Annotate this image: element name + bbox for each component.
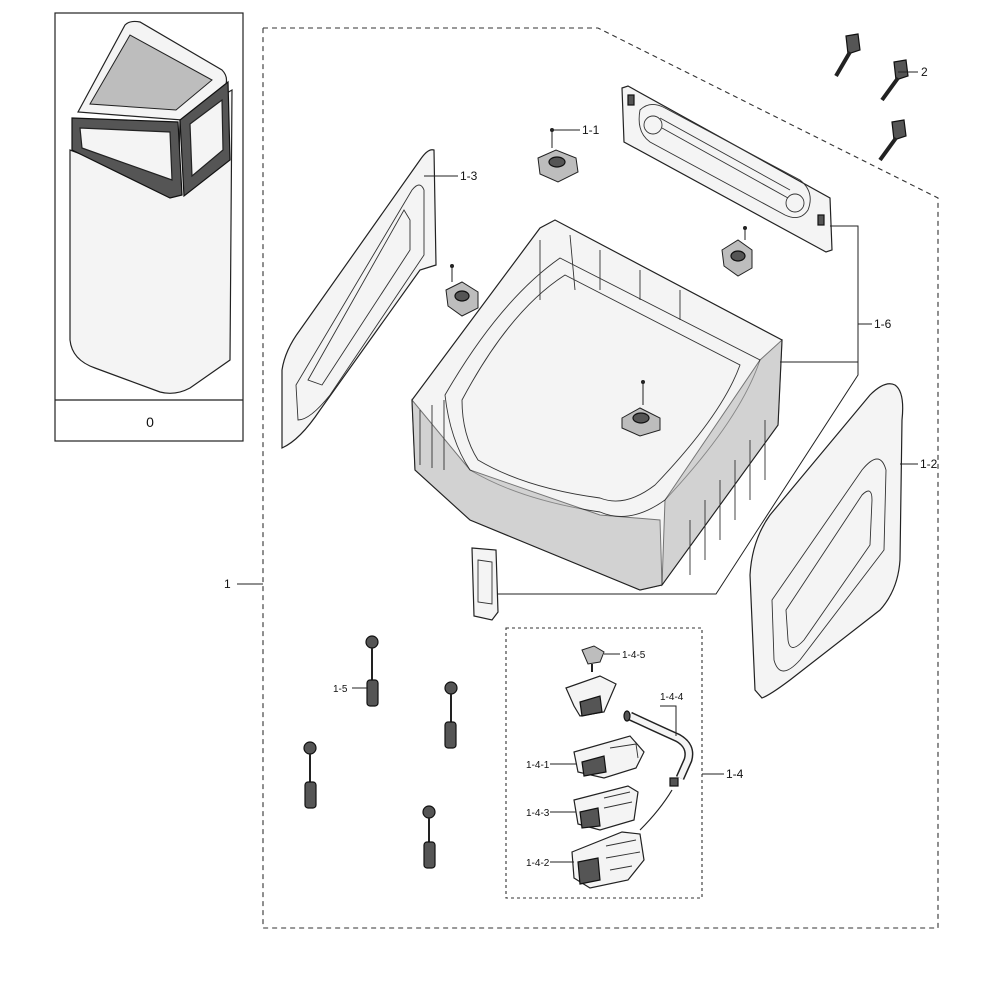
part-1-4-3-drain-housing: [573, 785, 639, 831]
callout-1-2: 1-2: [920, 457, 938, 471]
callout-1-3: 1-3: [460, 169, 478, 183]
screw-3: [878, 119, 907, 162]
callout-1-4-2: 1-4-2: [526, 858, 550, 869]
damper-mounts: [445, 128, 753, 437]
callout-1-4-5: 1-4-5: [622, 650, 646, 661]
leveling-leg-1: [365, 635, 379, 707]
callout-1-5: 1-5: [333, 684, 348, 695]
leveling-leg-3: [303, 741, 317, 809]
part-1-4-1-drain-housing: [573, 735, 645, 779]
leveling-leg-4: [422, 805, 436, 869]
screw-2: [880, 59, 909, 102]
part-1-4-2-pump-housing: [571, 831, 645, 889]
screws: [834, 33, 909, 162]
left-side-panel: [281, 149, 437, 449]
damper-mount-2: [445, 264, 479, 317]
base-clip: [471, 547, 499, 621]
damper-mount-4: [621, 380, 661, 437]
right-side-panel: [749, 383, 904, 699]
washer-illustration: [69, 20, 233, 394]
callout-1-6: 1-6: [874, 317, 892, 331]
callout-1-4-4: 1-4-4: [660, 692, 684, 703]
damper-mount-1: [537, 128, 579, 183]
callout-1-4: 1-4: [726, 767, 744, 781]
part-1-4-4-hose: [623, 710, 694, 831]
inset-label: 0: [146, 414, 154, 430]
damper-mount-3: [721, 226, 753, 277]
leveling-legs: [303, 635, 458, 869]
base-frame: [411, 219, 783, 591]
drain-subassembly-boundary: [505, 627, 703, 899]
callout-1-4-3: 1-4-3: [526, 808, 550, 819]
callout-labels: 1-1 1-3 2 1-6 1-2 1 1-5 1-4-5 1-4-4 1-4 …: [224, 65, 938, 869]
callout-1-4-1: 1-4-1: [526, 760, 550, 771]
leveling-leg-2: [444, 681, 458, 749]
inset-washer-box: 0: [54, 12, 244, 442]
leader-lines: [237, 71, 918, 863]
callout-2: 2: [921, 65, 928, 79]
assembly-boundary: [262, 27, 939, 929]
drain-subassembly-parts: [565, 645, 694, 889]
part-1-4-5-valve-cap: [581, 645, 605, 672]
callout-1-1: 1-1: [582, 123, 600, 137]
callout-1: 1: [224, 577, 231, 591]
screw-1: [834, 33, 861, 78]
rear-bracket: [621, 85, 833, 253]
part-1-4-5-valve-body: [565, 675, 617, 717]
